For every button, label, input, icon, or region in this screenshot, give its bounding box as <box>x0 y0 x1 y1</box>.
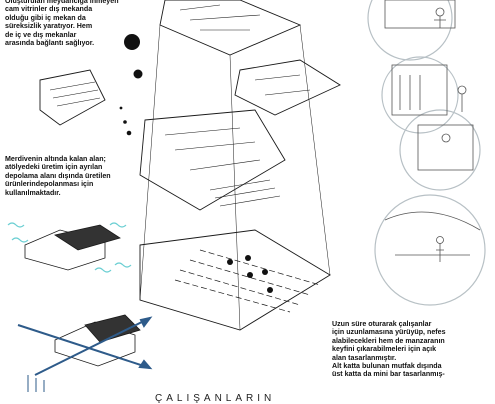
arrow-head-2 <box>139 316 153 328</box>
arrow-head-1 <box>138 359 153 370</box>
sketch-figure-head-4 <box>436 236 444 244</box>
volume-b-roof <box>84 314 141 343</box>
annotation-top-left: Oluşturulan meydancığa inmeyen cam vitri… <box>5 0 119 48</box>
circulation-arrow-icon <box>17 316 153 392</box>
ground-floor-markers <box>227 255 273 293</box>
thought-dot-s1 <box>119 106 123 110</box>
annotation-stairs-storage: Merdivenin altında kalan alan; atölyedek… <box>5 155 111 197</box>
arrow-line-1 <box>17 324 151 369</box>
mezzanine-furniture <box>254 74 311 96</box>
swirl-circle-1 <box>367 0 453 61</box>
floor-ground <box>139 229 331 331</box>
floor-middle <box>139 109 286 211</box>
people-sketches <box>384 0 481 262</box>
sketch-shelves <box>417 124 474 171</box>
marker-1 <box>227 259 233 265</box>
sketch-figure-head-2 <box>457 85 467 95</box>
wind-line-3 <box>109 222 127 228</box>
wind-line-5 <box>94 267 112 273</box>
marker-5 <box>262 269 268 275</box>
section-title: ÇALIŞANLARIN <box>155 393 276 404</box>
sketch-clothes-rack <box>399 75 421 110</box>
wind-line-4 <box>114 262 132 268</box>
wind-lines-icon <box>7 222 132 273</box>
wind-line-1 <box>7 222 25 228</box>
sketch-desk-top <box>384 0 456 29</box>
volume-a-roof <box>53 224 121 251</box>
sketch-figure-head-1 <box>435 7 445 17</box>
site-volumes <box>24 224 141 367</box>
marker-3 <box>267 287 273 293</box>
swirl-circle-3 <box>399 109 481 191</box>
sketch-vignettes <box>367 0 486 306</box>
swirl-circle-4 <box>374 194 486 306</box>
floor-top <box>159 0 302 56</box>
arrow-line-2 <box>34 317 151 376</box>
stair-volume <box>39 69 106 126</box>
thought-dot-s2 <box>123 120 127 124</box>
floor-middle-furniture <box>164 127 261 171</box>
wind-line-2 <box>11 237 29 243</box>
middle-stairs <box>209 179 281 207</box>
thought-dot-large-top <box>124 34 140 50</box>
sketch-outdoor-scene <box>384 211 481 256</box>
marker-4 <box>245 255 251 261</box>
thought-dot-s3 <box>126 130 132 136</box>
sketch-figure-body-4 <box>436 243 444 262</box>
stair-treads <box>49 81 101 107</box>
swirl-circle-2 <box>381 56 459 134</box>
sketch-figure-head-3 <box>441 133 451 143</box>
floor-top-furniture <box>179 4 261 31</box>
thought-dots-icon <box>119 34 143 136</box>
floor-mezzanine-right <box>234 59 341 116</box>
vertical-guides <box>139 24 331 331</box>
marker-2 <box>247 272 253 278</box>
annotation-rest-area: Uzun süre oturarak çalışanlar için uzunl… <box>332 320 446 379</box>
sketch-window <box>391 64 448 116</box>
sketch-figure-body-1 <box>434 16 446 28</box>
figure-marks <box>27 375 45 392</box>
exploded-axonometric <box>39 0 341 331</box>
thought-dot-medium-top <box>133 69 143 79</box>
